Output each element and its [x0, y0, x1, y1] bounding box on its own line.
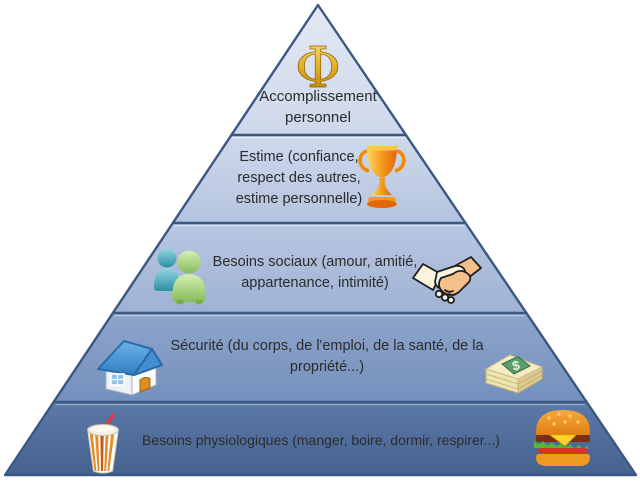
pyramid-level-3-band	[112, 223, 527, 313]
phi-icon: Φ	[295, 36, 342, 100]
level-3-line: Besoins sociaux (amour, amitié,	[212, 254, 418, 270]
level-5-line: Besoins physiologiques (manger, boire, d…	[142, 432, 500, 448]
pyramid-level-4-band	[53, 313, 587, 402]
level-4-line: Sécurité (du corps, de l'emploi, de la s…	[170, 338, 484, 354]
level-5-text: Besoins physiologiques (manger, boire, d…	[142, 431, 500, 449]
trophy-icon	[358, 146, 406, 208]
phi-glyph: Φ	[295, 36, 341, 100]
level-2-line: Estime (confiance,	[239, 149, 359, 165]
house-icon	[97, 340, 163, 396]
level-1-line: Accomplissement	[259, 88, 377, 105]
level-2-text: Estime (confiance, respect des autres, e…	[236, 147, 363, 210]
dollar-glyph: $	[511, 357, 522, 373]
money-icon: $	[484, 354, 544, 394]
level-1-text: Accomplissement personnel	[259, 86, 377, 128]
level-4-text: Sécurité (du corps, de l'emploi, de la s…	[170, 336, 483, 378]
pyramid-level-5-band	[5, 402, 636, 475]
level-3-text: Besoins sociaux (amour, amitié, apparten…	[213, 252, 418, 294]
level-4-line: propriété...)	[289, 359, 365, 375]
level-3-line: appartenance, intimité)	[241, 275, 389, 291]
handshake-icon	[412, 256, 482, 304]
people-icon	[154, 248, 206, 305]
pyramid-level-1-band	[231, 5, 406, 135]
level-2-line: respect des autres,	[237, 170, 361, 186]
level-1-line: personnel	[285, 109, 351, 126]
level-2-line: estime personnelle)	[235, 191, 363, 207]
drink-icon	[87, 413, 119, 474]
burger-icon	[534, 410, 590, 466]
pyramid-border	[3, 3, 638, 477]
